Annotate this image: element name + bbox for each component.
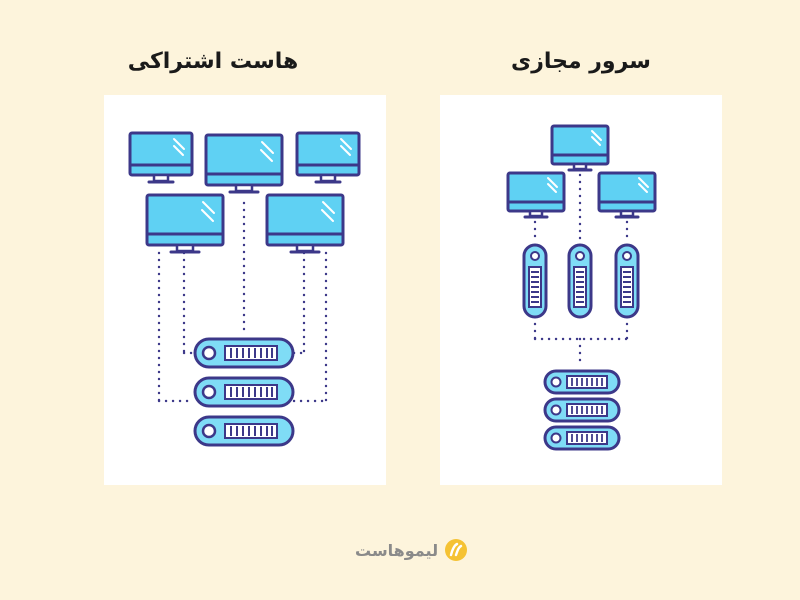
- client-monitor-icon: [506, 171, 566, 219]
- shared-hosting-title: هاست اشتراکی: [127, 49, 299, 74]
- virtual-server-icon: [567, 243, 593, 319]
- client-monitor-icon: [265, 193, 345, 254]
- server-unit-icon: [543, 425, 621, 451]
- lemon-logo-icon: [445, 539, 468, 561]
- vps-panel: [440, 95, 722, 485]
- shared-hosting-panel: [104, 95, 386, 485]
- client-monitor-icon: [145, 193, 225, 254]
- client-monitor-icon: [128, 131, 194, 184]
- shared-hosting-diagram: [128, 131, 361, 447]
- brand-logo: لیموهاست: [355, 537, 468, 563]
- server-unit-icon: [193, 337, 295, 369]
- server-unit-icon: [193, 415, 295, 447]
- network-connections: [157, 201, 328, 403]
- client-monitor-icon: [295, 131, 361, 184]
- virtual-server-icon: [522, 243, 548, 319]
- client-monitor-icon: [204, 133, 284, 194]
- brand-name: لیموهاست: [355, 540, 439, 560]
- client-monitor-icon: [597, 171, 657, 219]
- server-unit-icon: [193, 376, 295, 408]
- virtual-server-icon: [614, 243, 640, 319]
- client-monitor-icon: [550, 124, 610, 172]
- vps-diagram: [506, 124, 657, 451]
- vps-title: سرور مجازی: [511, 49, 651, 74]
- server-unit-icon: [543, 369, 621, 395]
- server-unit-icon: [543, 397, 621, 423]
